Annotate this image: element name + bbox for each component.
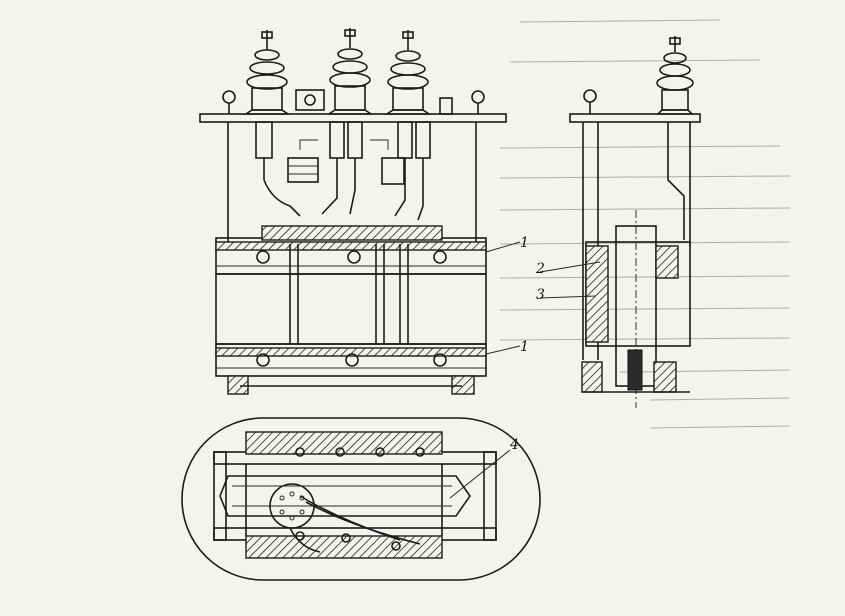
plan-core	[219, 475, 471, 517]
cover-plate	[199, 113, 507, 123]
side-view	[569, 36, 701, 408]
lifting-lug-right	[471, 90, 485, 114]
side-winding	[585, 210, 691, 408]
core-window	[215, 244, 487, 345]
bushing-middle	[326, 28, 374, 115]
upper-yoke	[215, 225, 487, 275]
front-view	[199, 28, 507, 395]
plan-leads	[289, 447, 425, 553]
side-lifting-lug	[583, 89, 597, 114]
bushing-right	[384, 30, 432, 115]
terminal-block	[295, 89, 453, 115]
side-cover-plate	[569, 113, 701, 123]
leader-lines	[449, 241, 601, 499]
lead-tubes	[255, 121, 431, 221]
bleed-through-lines	[499, 19, 791, 429]
callout-2: 2	[536, 261, 545, 277]
side-bushing	[656, 36, 694, 115]
lifting-lug-left	[222, 90, 236, 114]
callout-1-upper: 1	[520, 235, 529, 251]
base-rails	[227, 375, 475, 395]
callout-4: 4	[510, 437, 519, 453]
bushing-left	[243, 30, 291, 115]
lower-yoke	[215, 343, 487, 377]
callout-3: 3	[536, 287, 545, 303]
tank-outline	[181, 417, 541, 581]
callout-1-lower: 1	[520, 339, 529, 355]
plan-view	[181, 417, 541, 581]
side-base	[581, 361, 690, 393]
